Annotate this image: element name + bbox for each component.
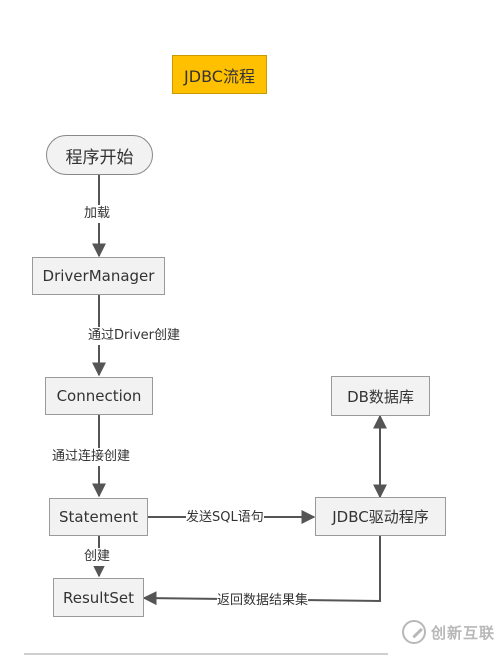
node-statement: Statement (49, 498, 148, 536)
footer-divider (24, 653, 388, 655)
node-result-set: ResultSet (53, 578, 144, 617)
edge-label-return-result: 返回数据结果集 (217, 592, 309, 610)
node-connection: Connection (45, 377, 153, 415)
edge-label-create: 创建 (84, 548, 111, 566)
edge-label-create-by-driver: 通过Driver创建 (88, 327, 181, 345)
diagram-title: JDBC流程 (172, 55, 267, 94)
node-database: DB数据库 (331, 376, 430, 416)
watermark-text: 创新互联 (431, 623, 496, 642)
edge-label-load: 加载 (84, 205, 111, 223)
watermark-logo-icon (402, 620, 426, 644)
edge-label-create-by-connection: 通过连接创建 (52, 448, 131, 466)
watermark: 创新互联 (398, 612, 500, 652)
edge-label-send-sql: 发送SQL语句 (186, 509, 264, 527)
node-jdbc-driver: JDBC驱动程序 (315, 497, 446, 536)
node-driver-manager: DriverManager (32, 257, 165, 295)
node-program-start: 程序开始 (46, 135, 153, 175)
